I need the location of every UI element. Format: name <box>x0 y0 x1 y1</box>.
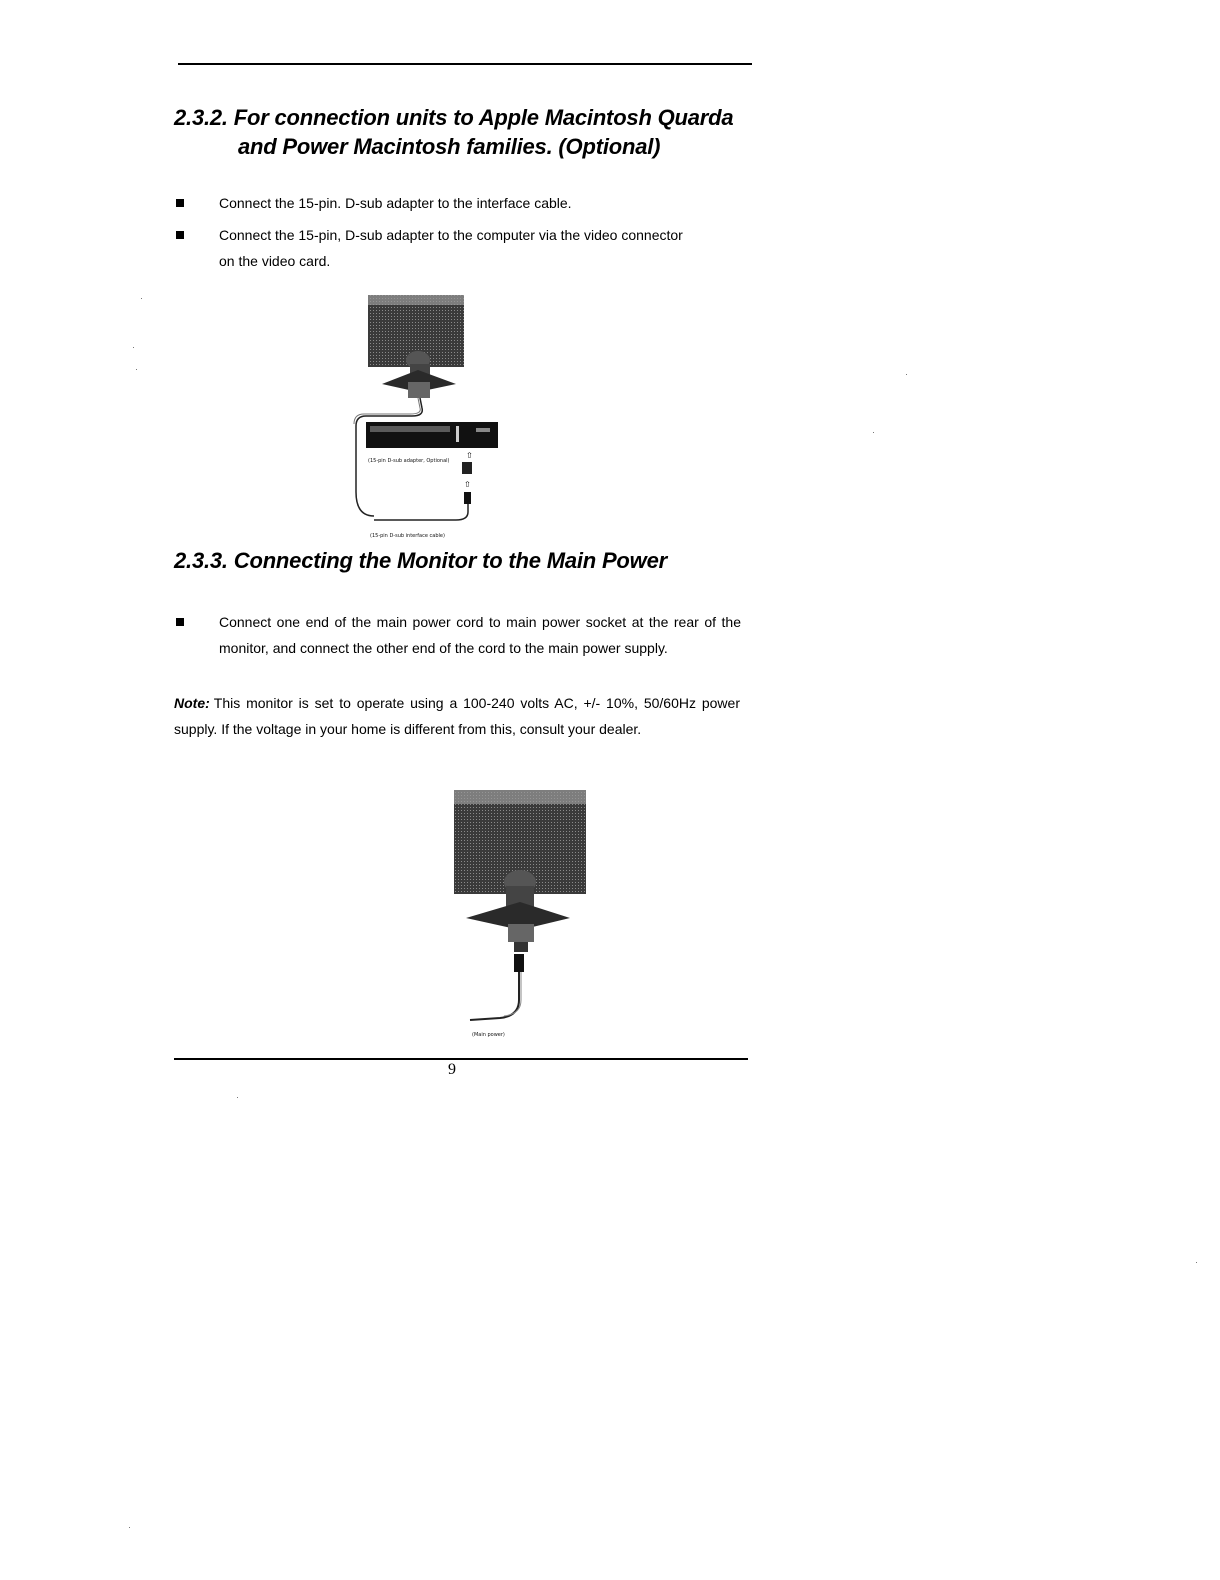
scan-speck <box>906 374 907 375</box>
note-paragraph: Note:This monitor is set to operate usin… <box>174 690 740 742</box>
scan-speck <box>133 347 134 348</box>
bullet-square-icon <box>176 199 184 207</box>
bullet-square-icon <box>176 618 184 626</box>
scan-speck <box>873 432 874 433</box>
list-item-text: Connect one end of the main power cord t… <box>219 614 741 656</box>
top-rule <box>178 63 752 65</box>
section-title-line2: and Power Macintosh families. (Optional) <box>238 134 661 159</box>
note-text: This monitor is set to operate using a 1… <box>174 695 740 737</box>
list-item-text: Connect the 15-pin. D-sub adapter to the… <box>219 195 572 211</box>
page-number: 9 <box>448 1061 456 1078</box>
section-heading-2-3-3: 2.3.3. Connecting the Monitor to the Mai… <box>174 546 667 575</box>
cable-label: (15-pin D-sub interface cable) <box>370 533 445 539</box>
section-heading-2-3-2: 2.3.2. For connection units to Apple Mac… <box>174 103 734 161</box>
svg-text:⇧: ⇧ <box>464 480 471 489</box>
section-title-line1: For connection units to Apple Macintosh … <box>233 105 734 130</box>
monitor-video-cable-illustration: ⇧ ⇧ (15-pin D-sub adapter, Optional) (15… <box>353 295 498 539</box>
bullet-square-icon <box>176 231 184 239</box>
mac-connection-figure: ⇧ ⇧ (15-pin D-sub adapter, Optional) (15… <box>352 292 512 542</box>
list-item: Connect the 15-pin, D-sub adapter to the… <box>176 222 696 274</box>
power-label: (Main power) <box>472 1032 505 1038</box>
scan-speck <box>129 1527 130 1528</box>
list-item: Connect one end of the main power cord t… <box>176 609 741 661</box>
scan-speck <box>1196 1262 1197 1263</box>
svg-text:⇧: ⇧ <box>466 451 473 460</box>
section-number: 2.3.2. <box>174 105 228 130</box>
scan-speck <box>237 1097 238 1098</box>
list-item-text: Connect the 15-pin, D-sub adapter to the… <box>219 227 683 269</box>
section-title: Connecting the Monitor to the Main Power <box>233 548 667 573</box>
list-item: Connect the 15-pin. D-sub adapter to the… <box>176 190 741 216</box>
monitor-power-cord-illustration: (Main power) <box>454 790 586 1038</box>
section-number: 2.3.3. <box>174 548 228 573</box>
scan-speck <box>136 369 137 370</box>
power-connection-figure: (Main power) <box>440 786 600 1046</box>
scan-speck <box>141 298 142 299</box>
bottom-rule <box>174 1058 748 1060</box>
adapter-label: (15-pin D-sub adapter, Optional) <box>368 458 450 464</box>
note-label: Note: <box>174 695 210 711</box>
